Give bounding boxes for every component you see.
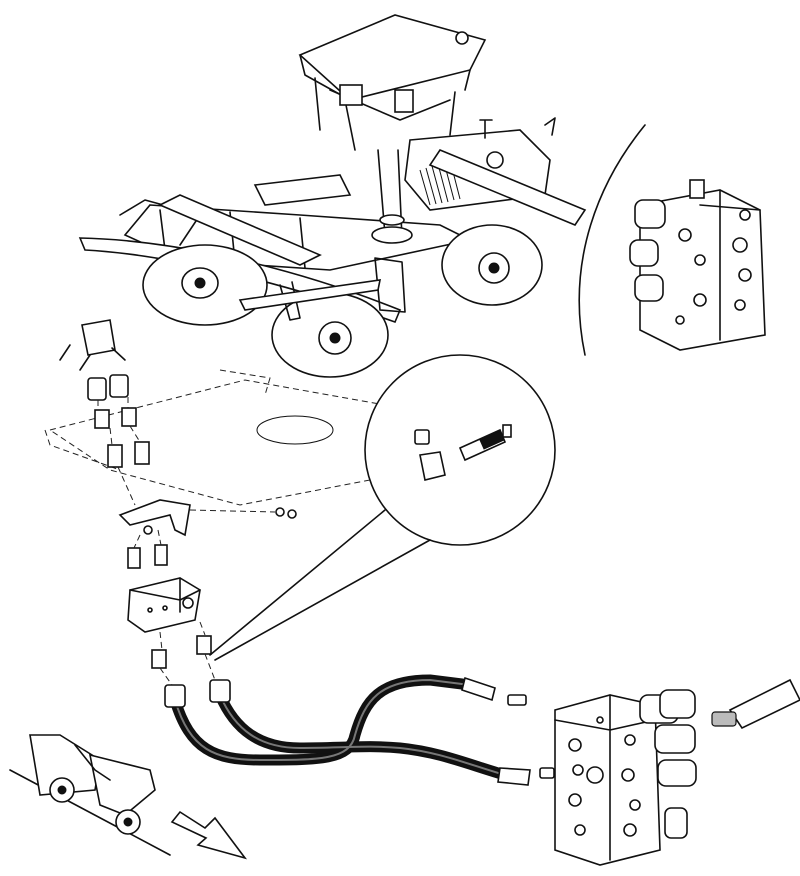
cable-connector [711,678,800,730]
electrical-connector [59,319,126,371]
bolt-pair [275,507,297,519]
main-control-valve [554,678,800,866]
detail-pressure-sensor [458,424,512,462]
wheel-right [441,224,543,306]
radiator-grille [419,159,461,206]
slope-direction-icon [9,734,248,860]
inset-solenoids [629,179,705,302]
slope-icon-wheels [49,777,141,835]
lower-fittings [151,635,212,669]
grader-vehicle [78,14,587,378]
valve-block [127,577,201,633]
detail-elbow-fitting [414,429,446,481]
inset-ports [675,209,752,325]
wheel-front-left [142,244,268,326]
hose-end-fittings [164,676,555,786]
fitting-detail-circle [209,354,556,661]
adapter-fittings [127,544,168,569]
hydraulic-hose-pair [164,674,555,786]
slope-arrow [170,810,248,860]
pressure-switch-stack [59,319,297,686]
bracket [118,499,191,537]
manifold-ports [568,716,641,837]
wheel-rear-left [271,292,389,378]
upper-fittings [87,374,150,468]
manifold-solenoids [639,689,697,839]
control-valve-inset [578,124,766,356]
